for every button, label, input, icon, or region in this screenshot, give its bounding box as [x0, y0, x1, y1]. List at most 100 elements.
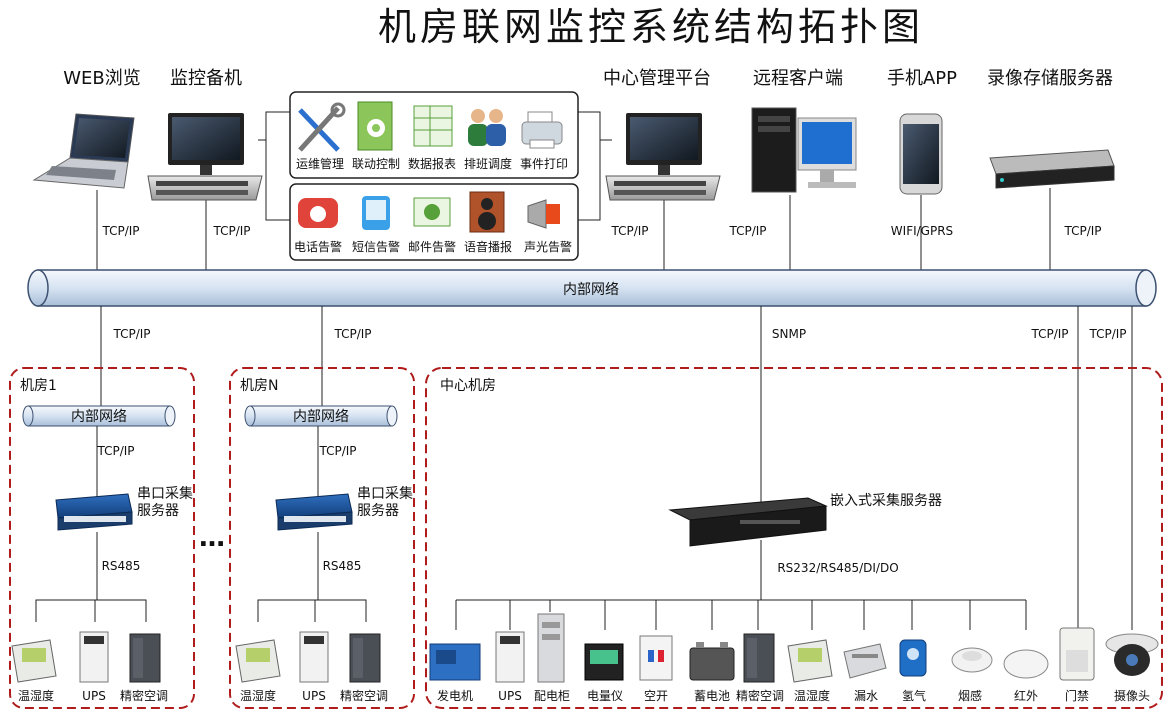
power-meter-icon	[584, 643, 624, 681]
room1-bus-label: RS485	[102, 559, 141, 573]
distribution-cabinet-icon	[537, 613, 565, 683]
server-monitor-icon	[147, 113, 263, 201]
alarm-label: 邮件告警	[408, 239, 456, 254]
node-label-backup: 监控备机	[170, 68, 242, 89]
function-label: 数据报表	[408, 156, 456, 171]
alarm-label: 语音播报	[464, 239, 512, 254]
main-network-label: 内部网络	[563, 282, 619, 298]
device-label: 配电柜	[534, 689, 570, 703]
center-room-name: 中心机房	[440, 378, 496, 394]
device-label: 空开	[644, 689, 668, 703]
alarm-label: 电话告警	[294, 239, 342, 254]
generator-icon	[429, 643, 481, 681]
device-label: 精密空调	[120, 688, 168, 703]
link-label-backup: TCP/IP	[212, 224, 250, 238]
ups-icon	[495, 631, 525, 683]
device-label: 温湿度	[240, 688, 276, 703]
people-icon	[468, 109, 506, 146]
device-label: 红外	[1014, 688, 1038, 703]
desktop-pc-icon	[751, 107, 857, 193]
switch-icon	[275, 493, 353, 531]
access-link-label: TCP/IP	[1030, 327, 1068, 341]
link-label-nvr: TCP/IP	[1063, 224, 1101, 238]
tools-icon	[298, 102, 346, 152]
speaker-icon	[469, 191, 505, 233]
ups-icon	[79, 631, 109, 683]
smartphone-icon	[899, 113, 943, 195]
nvr-icon	[989, 149, 1115, 189]
room1-box	[9, 367, 195, 709]
device-label: 蓄电池	[694, 689, 730, 703]
node-label-mobile-app: 手机APP	[887, 68, 957, 89]
circuit-breaker-icon	[639, 635, 673, 681]
node-label-nvr: 录像存储服务器	[987, 68, 1113, 89]
roomN-uplink-label: TCP/IP	[333, 327, 371, 341]
thermo-hygrometer-icon	[11, 639, 57, 683]
access-control-icon	[1059, 627, 1095, 681]
switch-icon	[55, 493, 133, 531]
room1-network-label: 内部网络	[71, 409, 127, 425]
function-label: 排班调度	[464, 156, 512, 171]
device-label: 发电机	[437, 688, 473, 703]
telephone-icon	[298, 198, 338, 228]
embedded-collector-label: 嵌入式采集服务器	[830, 492, 942, 509]
ups-icon	[299, 631, 329, 683]
device-label: 温湿度	[18, 688, 54, 703]
link-label-remote-client: TCP/IP	[728, 224, 766, 238]
precision-ac-icon	[349, 633, 381, 683]
function-label: 运维管理	[296, 156, 344, 171]
device-label: 烟感	[958, 688, 982, 703]
smoke-detector-icon	[951, 647, 993, 673]
collector-label-line2: 服务器	[137, 503, 179, 519]
alarm-label: 声光告警	[524, 239, 572, 254]
center-bus-lines	[455, 599, 1027, 630]
node-label-remote-client: 远程客户端	[753, 68, 843, 89]
gas-detector-icon	[899, 639, 927, 677]
water-leak-icon	[843, 643, 887, 679]
device-label: 精密空调	[340, 688, 388, 703]
alarm-label: 短信告警	[352, 239, 400, 254]
node-label-web: WEB浏览	[63, 68, 141, 89]
sms-icon	[362, 196, 390, 230]
laptop-icon	[32, 113, 135, 189]
device-label: UPS	[498, 689, 522, 703]
collector-label-line2: 服务器	[357, 503, 399, 519]
function-label: 联动控制	[352, 157, 400, 171]
lower-connection-lines	[100, 306, 1133, 630]
main-network-pipe	[27, 269, 1157, 307]
thermo-hygrometer-icon	[787, 639, 833, 683]
device-label: 氢气	[902, 688, 926, 703]
roomN-network-pipe	[244, 405, 398, 427]
device-label: UPS	[302, 689, 326, 703]
link-label-mobile-app: WIFI/GPRS	[891, 224, 953, 238]
center-uplink-label: SNMP	[772, 327, 806, 341]
camera-icon	[1105, 633, 1159, 676]
camera-link-label: TCP/IP	[1088, 327, 1126, 341]
roomN-downlink-label: TCP/IP	[318, 444, 356, 458]
printer-icon	[521, 111, 563, 149]
roomN-network-label: 内部网络	[293, 409, 349, 425]
center-room-box	[425, 367, 1163, 709]
roomN-box	[229, 367, 415, 709]
node-label-center-platform: 中心管理平台	[603, 68, 711, 89]
device-label: 门禁	[1065, 688, 1089, 703]
alarm-light-icon	[527, 199, 560, 229]
battery-icon	[689, 642, 735, 681]
email-icon	[413, 197, 451, 227]
device-label: 漏水	[854, 689, 878, 703]
thermo-hygrometer-icon	[235, 639, 281, 683]
roomN-name: 机房N	[240, 378, 278, 394]
server-monitor-icon	[605, 113, 721, 201]
top-connection-lines	[96, 111, 1051, 270]
room1-uplink-label: TCP/IP	[112, 327, 150, 341]
spreadsheet-icon	[413, 105, 453, 147]
more-rooms-ellipsis: …	[199, 523, 225, 553]
roomN-collector-label: 串口采集服务器	[357, 485, 413, 519]
precision-ac-icon	[743, 633, 775, 683]
diagram-title: 机房联网监控系统结构拓扑图	[378, 5, 924, 49]
embedded-collector-icon	[668, 497, 828, 547]
link-label-center-platform: TCP/IP	[610, 224, 648, 238]
device-label: 精密空调	[736, 688, 784, 703]
precision-ac-icon	[129, 633, 161, 683]
